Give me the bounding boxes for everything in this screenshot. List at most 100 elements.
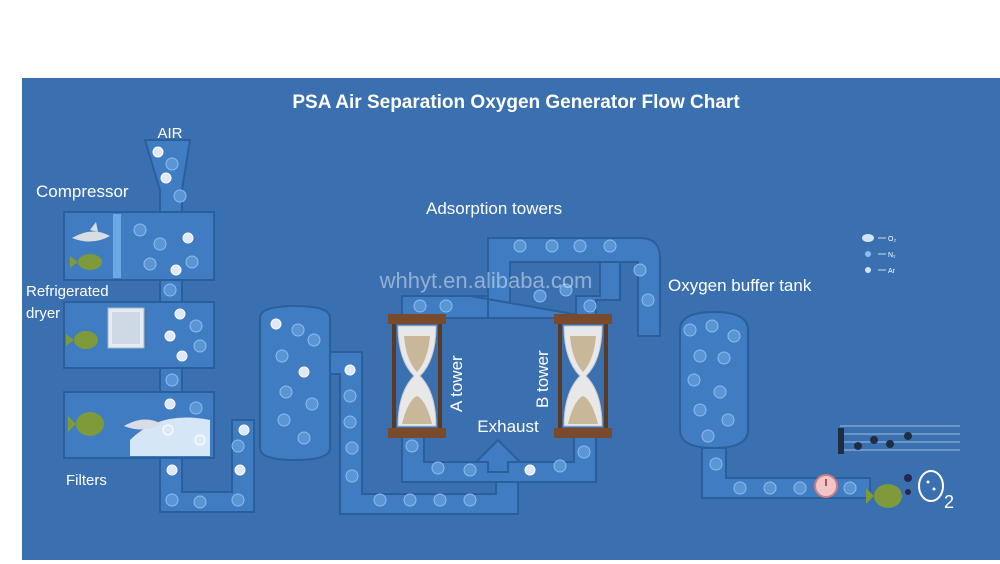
- molecule-bubble: [279, 385, 293, 399]
- molecule-bubble-light: [152, 146, 164, 158]
- compressor-label: Compressor: [36, 182, 129, 201]
- molecule-bubble-light: [170, 264, 182, 276]
- exhaust-arrow-icon: [473, 438, 523, 473]
- molecule-bubble: [165, 373, 179, 387]
- air-label: AIR: [157, 125, 182, 142]
- molecule-bubble-light: [234, 464, 246, 476]
- molecule-bubble-light: [238, 424, 250, 436]
- molecule-bubble: [275, 349, 289, 363]
- watermark-text: whhyt.en.alibaba.com: [379, 268, 593, 293]
- o2-symbol: [918, 470, 944, 502]
- molecule-bubble: [163, 283, 177, 297]
- molecule-bubble: [559, 283, 573, 297]
- molecule-bubble: [193, 495, 207, 509]
- molecule-bubble: [573, 239, 587, 253]
- molecule-bubble: [413, 299, 427, 313]
- molecule-bubble: [705, 319, 719, 333]
- exhaust-label: Exhaust: [477, 417, 539, 436]
- molecule-bubble: [701, 429, 715, 443]
- a-tower-label: A tower: [447, 355, 466, 412]
- legend-n2-text: N₂: [888, 252, 896, 259]
- a-tower-hourglass-icon: [388, 314, 446, 438]
- molecule-bubble: [405, 439, 419, 453]
- molecule-bubble: [291, 323, 305, 337]
- molecule-bubble: [793, 481, 807, 495]
- molecule-bubble-light: [176, 350, 188, 362]
- molecule-bubble: [717, 351, 731, 365]
- molecule-bubble: [165, 493, 179, 507]
- molecule-bubble: [173, 189, 187, 203]
- filters-label: Filters: [66, 472, 107, 489]
- molecule-bubble: [727, 329, 741, 343]
- molecule-bubble: [433, 493, 447, 507]
- molecule-bubble-light: [344, 364, 356, 376]
- molecule-bubble: [693, 403, 707, 417]
- molecule-bubble: [533, 289, 547, 303]
- molecule-bubble-light: [164, 398, 176, 410]
- molecule-bubble: [513, 239, 527, 253]
- molecule-bubble: [709, 457, 723, 471]
- legend-o2-text: O₂: [888, 236, 896, 243]
- compressor-unit: [63, 211, 215, 281]
- left-process-column: AIR Compressor Refrigerated dryer: [26, 125, 255, 513]
- molecule-bubble: [277, 413, 291, 427]
- molecule-bubble: [721, 413, 735, 427]
- molecule-bubble: [431, 461, 445, 475]
- molecule-bubble-light: [524, 464, 536, 476]
- molecule-bubble: [545, 239, 559, 253]
- refrigerated-dryer-label-1: Refrigerated: [26, 283, 109, 300]
- molecule-bubble: [843, 481, 857, 495]
- molecule-bubble: [373, 493, 387, 507]
- molecule-bubble: [133, 223, 147, 237]
- fish-icon: [866, 474, 912, 508]
- molecule-bubble: [403, 493, 417, 507]
- molecule-bubble-light: [160, 172, 172, 184]
- oxygen-output-group: 2: [838, 425, 960, 512]
- molecule-bubble: [297, 431, 311, 445]
- fish-icon: [66, 331, 98, 349]
- adsorption-towers-label: Adsorption towers: [426, 199, 562, 218]
- molecule-bubble: [189, 401, 203, 415]
- molecule-bubble: [153, 237, 167, 251]
- molecule-bubble: [763, 481, 777, 495]
- molecule-bubbles: [133, 146, 857, 509]
- b-tower-label: B tower: [533, 350, 552, 408]
- molecule-bubble: [641, 293, 655, 307]
- pipe-towers-top-inner: [469, 261, 621, 320]
- molecule-bubble: [633, 263, 647, 277]
- legend-ar-text: Ar: [888, 268, 896, 275]
- legend-o2-marker: [862, 234, 874, 242]
- oxygen-buffer-tank-label: Oxygen buffer tank: [668, 276, 812, 295]
- molecule-bubble-light: [298, 366, 310, 378]
- molecule-bubble: [305, 397, 319, 411]
- molecule-bubble-light: [194, 434, 206, 446]
- molecule-bubble: [193, 339, 207, 353]
- molecule-bubble-light: [166, 464, 178, 476]
- molecule-bubble-light: [182, 232, 194, 244]
- molecule-bubble: [343, 415, 357, 429]
- music-notes-icon: [838, 425, 960, 454]
- o2-subscript: 2: [944, 492, 954, 512]
- pipe-towers-top-loop: [401, 237, 661, 337]
- molecule-bubble: [185, 255, 199, 269]
- adsorption-towers-group: Exhaust A tower B tower Adsorption tower…: [388, 199, 661, 483]
- diagram-title: PSA Air Separation Oxygen Generator Flow…: [292, 92, 740, 113]
- shark-icon: [124, 419, 162, 430]
- shark-icon: [72, 222, 110, 242]
- molecule-bubble: [343, 389, 357, 403]
- molecule-bubble: [577, 445, 591, 459]
- fish-icon: [70, 254, 102, 270]
- molecule-bubble: [463, 463, 477, 477]
- molecule-bubble: [687, 373, 701, 387]
- refrigerated-dryer-label-2: dryer: [26, 305, 60, 322]
- molecule-bubble: [713, 385, 727, 399]
- molecule-bubble-light: [162, 424, 174, 436]
- molecule-bubble-light: [270, 318, 282, 330]
- molecule-bubble: [231, 493, 245, 507]
- molecule-bubble: [307, 333, 321, 347]
- molecule-bubble: [583, 299, 597, 313]
- molecule-bubble: [683, 323, 697, 337]
- molecule-bubble: [693, 349, 707, 363]
- legend-n2-marker: [865, 251, 871, 257]
